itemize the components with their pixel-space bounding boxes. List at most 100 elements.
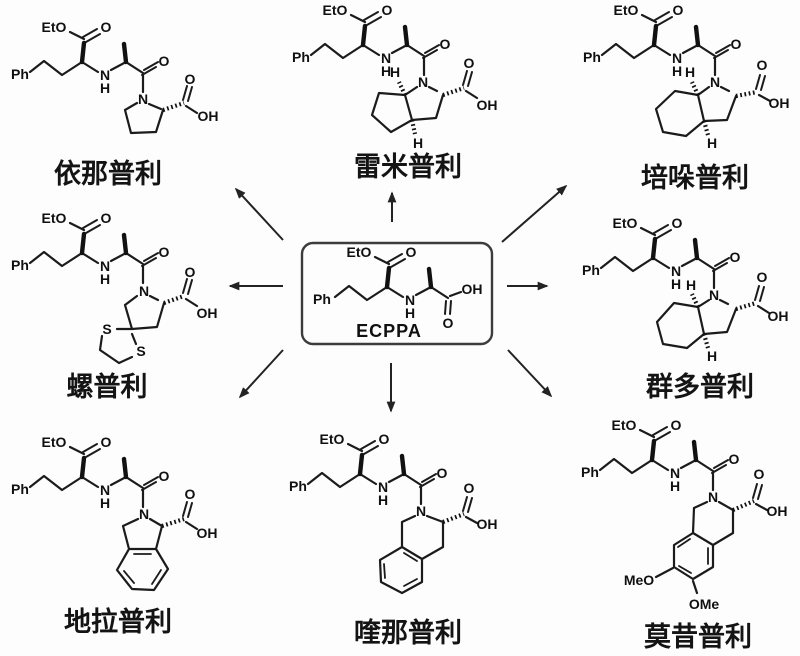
atom-label-h: H <box>100 80 110 96</box>
atom-label-h: H <box>670 478 680 494</box>
atom-label-o-amide: O <box>159 244 170 260</box>
atom-label-n: N <box>100 482 110 498</box>
atom-label-stereo-h-bottom: H <box>413 135 423 151</box>
atom-label-h: H <box>405 305 415 321</box>
hash-bonds <box>163 294 185 305</box>
bonds <box>600 13 772 138</box>
atom-label-h: H <box>378 492 388 508</box>
aromatic-inner-bonds <box>123 553 162 585</box>
structure-delapril: EtO O Ph N H O N O OH 地拉普利 <box>11 434 217 637</box>
hash-bonds <box>397 81 465 135</box>
atom-label-o-acid: O <box>464 55 475 71</box>
compound-name-ramipril: 雷米普利 <box>354 151 462 182</box>
atom-label-s2: S <box>136 343 145 359</box>
atom-label-o: O <box>101 210 112 226</box>
atom-label-eto: EtO <box>42 19 67 35</box>
double-bonds <box>652 426 763 500</box>
compound-name-delapril: 地拉普利 <box>64 606 172 637</box>
atom-label-meo: MeO <box>624 572 654 588</box>
atom-label-o: O <box>673 2 684 18</box>
atom-label-o-acid: O <box>757 269 768 285</box>
ecppa-double-bonds <box>387 253 452 315</box>
atom-label-ring-n: N <box>138 91 148 107</box>
atom-label-ph: Ph <box>11 66 29 82</box>
atom-label-eto: EtO <box>614 2 639 18</box>
atom-label-n: N <box>405 292 415 308</box>
arrow-down-right <box>507 349 553 398</box>
atom-label-h: H <box>381 63 391 79</box>
atom-label-o-amide: O <box>437 465 448 481</box>
atom-label-ring-n: N <box>710 74 720 90</box>
atom-label-oh: OH <box>477 97 498 113</box>
aromatic-inner-bonds <box>383 552 418 587</box>
atom-label-eto: EtO <box>320 431 345 447</box>
bonds <box>306 442 479 595</box>
structure-spirapril: EtO O Ph N H O N S S O OH 螺普利 <box>11 210 217 402</box>
atom-label-ph: Ph <box>581 464 599 480</box>
atom-label-oh: OH <box>462 281 483 297</box>
structure-ecppa: EtO O Ph N H OH O ECPPA <box>300 241 494 346</box>
atom-label-ring-n: N <box>418 74 428 90</box>
atom-label-eto: EtO <box>42 434 67 450</box>
atom-label-o: O <box>382 2 393 18</box>
wedge-bonds <box>649 438 699 463</box>
atom-label-o-amide: O <box>731 36 742 52</box>
atom-label-ph: Ph <box>583 49 601 65</box>
atom-label-o: O <box>379 431 390 447</box>
double-bonds <box>82 443 193 518</box>
atom-label-o-acid: O <box>185 264 196 280</box>
atom-label-n: N <box>671 263 681 279</box>
atom-label-ome: OMe <box>689 596 720 612</box>
atom-label-stereo-h-top: H <box>685 64 695 80</box>
atom-label-stereo-h-bottom: H <box>707 135 717 151</box>
bonds <box>28 30 199 135</box>
atom-label-ring-n: N <box>708 489 718 505</box>
atom-label-oh: OH <box>198 108 219 124</box>
structure-moexipril: EtO O Ph N H O N MeO OMe O OH 莫昔普利 <box>581 417 787 652</box>
atom-label-stereo-h-top: H <box>686 277 696 293</box>
atom-label-stereo-h-top: H <box>390 64 400 80</box>
bonds <box>599 226 771 350</box>
compound-name-spirapril: 螺普利 <box>67 371 148 402</box>
atom-label-oh: OH <box>197 525 218 541</box>
ecppa-wedge-bonds <box>384 265 434 290</box>
atom-label-o: O <box>101 434 112 450</box>
double-bonds <box>363 11 473 87</box>
atom-label-o-acid: O <box>185 486 196 502</box>
atom-label-o-acid: O <box>754 466 765 482</box>
double-bonds <box>653 224 765 302</box>
atom-label-ph: Ph <box>292 49 310 65</box>
atom-label-h: H <box>100 495 110 511</box>
atom-label-ph: Ph <box>313 291 331 307</box>
structure-enalapril: EtO O Ph N H O N O OH 依那普利 <box>11 19 218 189</box>
atom-label-n: N <box>100 67 110 83</box>
double-bonds <box>82 28 193 102</box>
atom-label-oh: OH <box>197 305 218 321</box>
atom-label-ring-n: N <box>139 506 149 522</box>
atom-label-oh: OH <box>477 516 498 532</box>
ecppa-bonds <box>333 255 463 302</box>
hash-bonds <box>732 499 755 512</box>
double-bonds <box>654 11 766 91</box>
compound-name-quinapril: 喹那普利 <box>354 617 462 648</box>
atom-label-o: O <box>101 19 112 35</box>
atom-label-ph: Ph <box>11 257 29 273</box>
wedge-bonds <box>79 40 129 65</box>
ecppa-box <box>300 241 494 346</box>
hash-bonds <box>162 101 185 112</box>
atom-label-s1: S <box>102 321 111 337</box>
arrow-down-left <box>238 349 284 399</box>
hash-bonds <box>442 512 465 524</box>
atom-label-o-amide: O <box>159 53 170 69</box>
atom-label-h: H <box>100 271 110 287</box>
atom-label-eto: EtO <box>613 215 638 231</box>
bonds <box>28 221 199 365</box>
compound-name-moexipril: 莫昔普利 <box>644 621 752 652</box>
structure-quinapril: EtO O Ph N H O N O OH 喹那普利 <box>289 431 497 648</box>
bonds <box>598 428 769 595</box>
hash-bonds <box>161 516 185 529</box>
atom-label-oh: OH <box>769 95 790 111</box>
wedge-bonds <box>79 231 129 256</box>
